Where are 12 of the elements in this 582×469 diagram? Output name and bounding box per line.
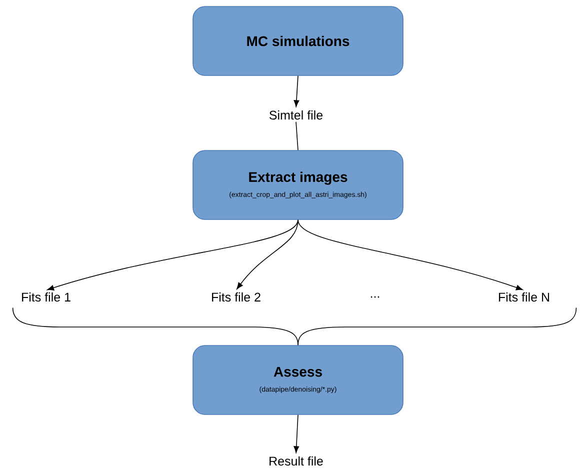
file-label: Fits file 2	[212, 292, 260, 302]
file-label: Result file	[270, 456, 323, 466]
arrow	[294, 414, 300, 453]
arrow	[236, 220, 298, 290]
process-box: MC simulations	[192, 6, 404, 76]
file-label: Simtel file	[269, 110, 323, 120]
arrow	[294, 76, 300, 107]
arrow	[47, 220, 298, 290]
file-label: Fits file 1	[22, 292, 70, 302]
arrow	[298, 220, 523, 290]
file-label: Fits file N	[498, 292, 550, 302]
file-label: ...	[370, 296, 380, 298]
